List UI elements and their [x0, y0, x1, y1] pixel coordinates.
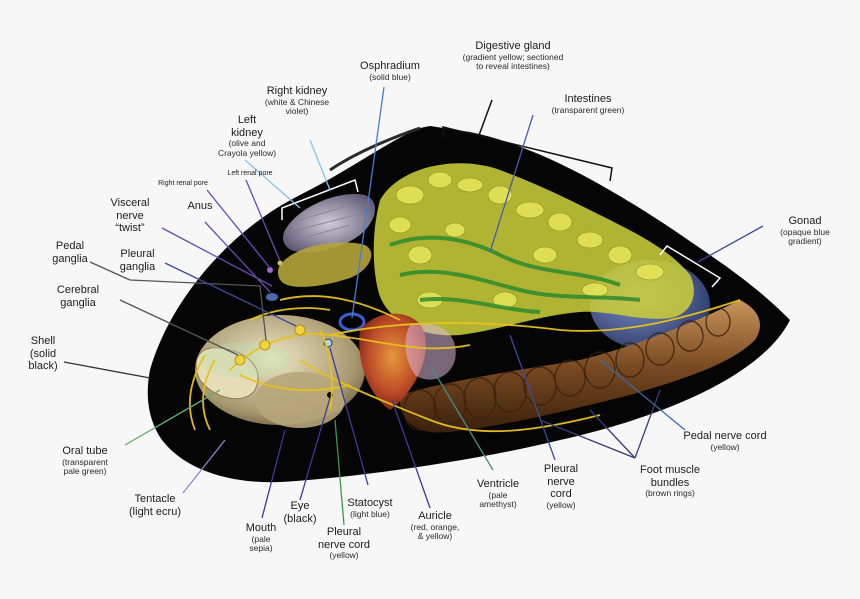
label-ventricle: Ventricle (pale amethyst) [476, 478, 520, 510]
leader-pedal-ganglia [89, 261, 267, 341]
anus [266, 293, 278, 301]
label-oral-tube: Oral tube (transparent pale green) [62, 445, 108, 477]
label-digestive-gland: Digestive gland (gradient yellow; sectio… [462, 40, 564, 72]
label-gonad: Gonad (opaque blue gradient) [780, 215, 830, 247]
shell-highlight [329, 126, 421, 172]
pedal-ganglia [259, 339, 271, 351]
leader-mouth [261, 429, 286, 519]
mouth [255, 372, 345, 428]
leader-visceral-nerve [161, 227, 273, 287]
leader-shell [63, 361, 151, 379]
label-right-renal-pore: Right renal pore [158, 180, 208, 187]
label-mouth: Mouth (pale sepia) [245, 522, 277, 554]
label-pleural-ganglia: Pleural ganglia [119, 248, 156, 273]
label-tentacle: Tentacle (light ecru) [129, 493, 181, 518]
leader-foot-muscle-2 [589, 409, 636, 459]
digestive-gland [373, 163, 694, 336]
kidney-bracket [281, 178, 359, 220]
label-auricle: Auricle (red, orange, & yellow) [410, 510, 460, 542]
cerebral-ganglia [234, 354, 246, 366]
leader-left-kidney [244, 159, 301, 209]
digestive-gland-bracket [442, 126, 613, 182]
digestive-gland-bracket-stem [477, 99, 493, 139]
ventricle [405, 323, 456, 380]
right-kidney [283, 194, 376, 253]
label-osphradium: Osphradium (solid blue) [360, 60, 420, 82]
leader-lines [63, 86, 764, 526]
leader-osphradium [351, 86, 385, 319]
label-cerebral-ganglia: Cerebral ganglia [56, 284, 100, 309]
label-foot-muscle-bundles: Foot muscle bundles (brown rings) [640, 464, 700, 499]
label-statocyst: Statocyst (light blue) [347, 497, 393, 519]
leader-cerebral-ganglia [119, 299, 239, 356]
label-eye: Eye (black) [283, 500, 317, 525]
leader-anus [204, 221, 271, 293]
leader-oral-tube [124, 389, 221, 446]
label-pedal-nerve-cord: Pedal nerve cord (yellow) [683, 430, 767, 452]
digestive-gland-texture [388, 171, 665, 309]
label-anus: Anus [187, 200, 213, 212]
label-left-kidney: Left kidney (olive and Crayola yellow) [217, 114, 277, 159]
gonad-bracket [659, 245, 722, 288]
leader-eye [299, 397, 331, 501]
leader-ventricle [429, 364, 494, 471]
leader-intestines [489, 114, 534, 253]
leader-statocyst [329, 347, 369, 486]
leader-right-kidney [309, 139, 331, 191]
leader-gonad [697, 225, 764, 263]
ganglia [234, 324, 306, 366]
leader-auricle [391, 399, 431, 509]
label-pedal-ganglia: Pedal ganglia [52, 240, 88, 265]
label-right-kidney: Right kidney (white & Chinese violet) [264, 85, 330, 117]
label-visceral-nerve: Visceral nerve “twist” [110, 197, 150, 235]
label-intestines: Intestines (transparent green) [551, 93, 625, 115]
pleural-ganglia [294, 324, 306, 336]
label-pleural-nerve-cord-left: Pleural nerve cord (yellow) [318, 526, 370, 561]
intestines [389, 235, 641, 314]
leader-pleural-nerve-cord-left [334, 419, 345, 526]
label-pleural-nerve-cord-right: Pleural nerve cord (yellow) [543, 463, 579, 510]
leader-right-renal-pore [206, 189, 271, 269]
left-kidney [277, 242, 372, 287]
left-renal-pore [277, 260, 283, 266]
label-left-renal-pore: Left renal pore [227, 170, 273, 177]
brackets [281, 178, 722, 288]
leader-foot-muscle-1 [539, 419, 636, 459]
foot [399, 300, 760, 433]
right-renal-pore [267, 267, 273, 273]
leader-tentacle [182, 439, 226, 494]
leader-foot-muscle-3 [634, 389, 661, 459]
leader-pedal-nerve-cord [599, 359, 686, 431]
right-kidney-stripes [295, 204, 356, 241]
foot-muscle-rings [403, 307, 731, 431]
leader-pleural-ganglia [164, 262, 297, 327]
leader-pleural-nerve-cord-right [509, 334, 556, 461]
leader-left-renal-pore [245, 179, 281, 262]
label-shell: Shell (solid black) [28, 335, 58, 373]
